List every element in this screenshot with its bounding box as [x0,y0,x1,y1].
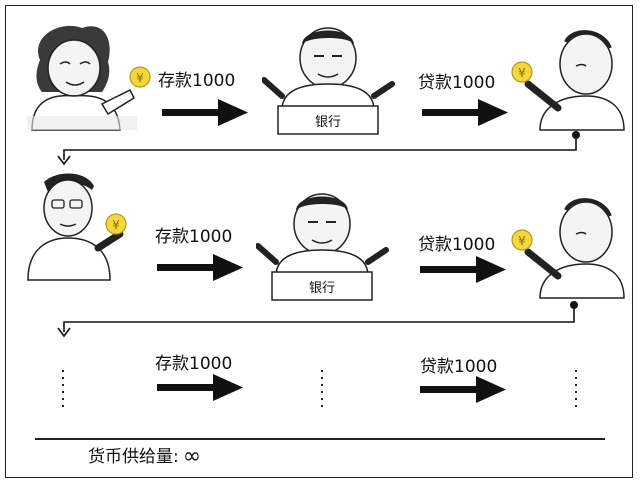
svg-text:¥: ¥ [518,66,526,80]
coin-icon [129,66,151,88]
coin-icon [105,213,127,235]
money-supply-value: ∞ [182,444,202,469]
row2-deposit-label: 存款1000 [155,227,233,247]
row3-deposit-label: 存款1000 [155,354,233,374]
bank-clerk-illustration: 银行 [262,27,395,135]
row1-to-row2-connector [57,131,580,166]
bank-clerk-illustration: 银行 [256,193,389,301]
svg-text:¥: ¥ [518,234,526,248]
row2-loan-label: 贷款1000 [418,235,496,255]
depositor-woman-illustration: ¥ [27,25,151,131]
coin-icon [511,229,533,251]
ellipsis-dots [320,370,324,412]
svg-text:¥: ¥ [112,218,120,232]
row2-loan-arrow [420,256,506,283]
borrower-illustration: ¥ [511,198,625,299]
row1-deposit-label: 存款1000 [158,71,236,91]
row1-deposit-arrow [162,99,248,126]
ellipsis-dots [574,370,578,412]
money-supply: 货币供给量:∞ [88,442,202,469]
depositor-man-illustration: ¥ [27,173,127,281]
ellipsis-dots [61,370,65,412]
row2-deposit-arrow [157,254,243,281]
row3-deposit-arrow [157,374,243,401]
money-supply-label: 货币供给量: [88,447,179,467]
borrower-illustration: ¥ [511,30,625,131]
coin-icon [511,61,533,83]
row1-bank-sign: 银行 [315,115,341,130]
row3-loan-arrow [420,376,506,403]
svg-text:¥: ¥ [136,71,144,85]
row2-to-row3-connector [57,301,578,338]
row1-loan-arrow [422,99,508,126]
diagram-frame [5,5,633,478]
row3-loan-label: 贷款1000 [420,357,498,377]
row2-bank-sign: 银行 [309,281,335,296]
footer-divider [35,438,605,440]
row1-loan-label: 贷款1000 [418,73,496,93]
